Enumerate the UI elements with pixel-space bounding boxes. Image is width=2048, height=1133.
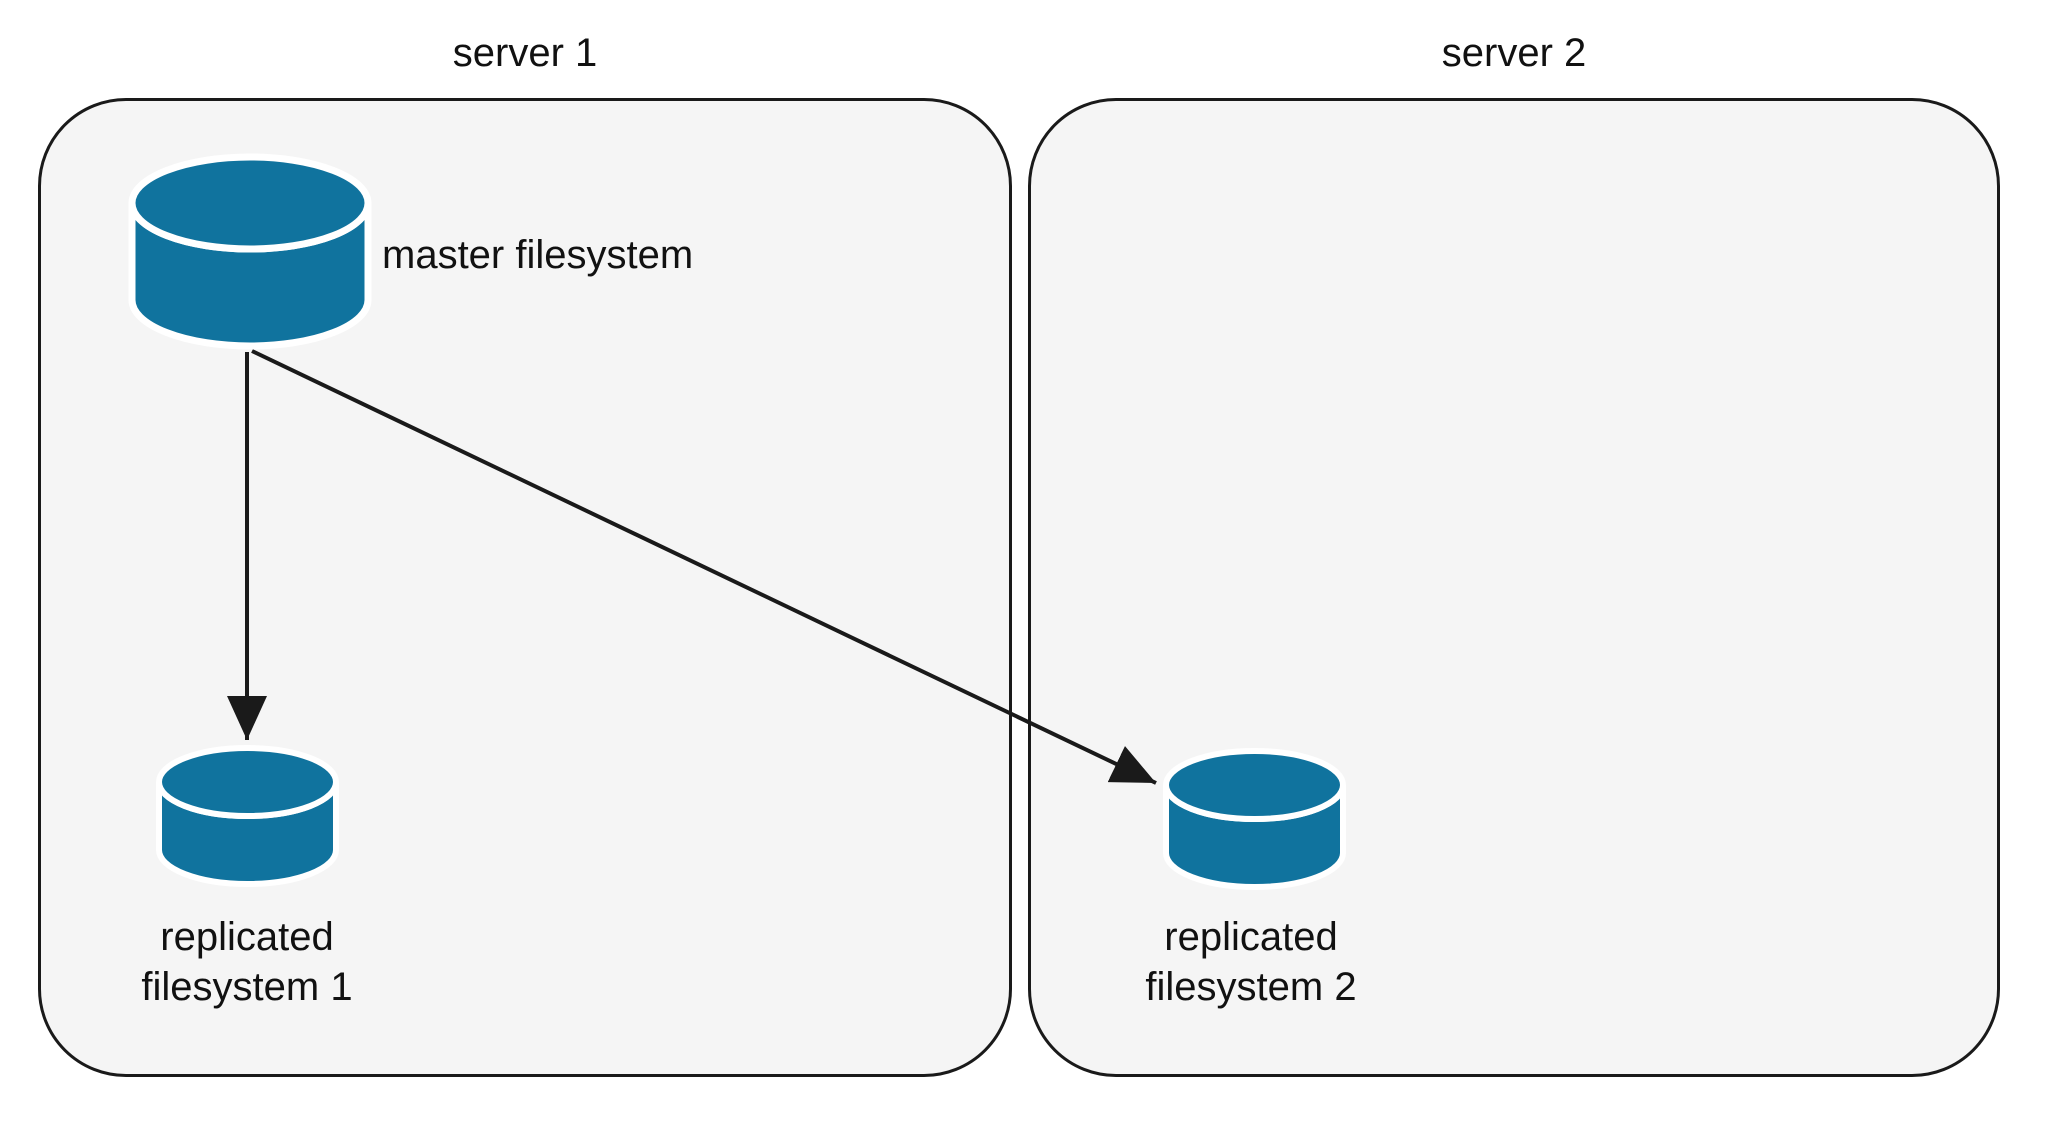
server-2-label: server 2 <box>1441 31 1587 75</box>
replicated-filesystem-1-label: replicated filesystem 1 <box>141 915 353 1009</box>
replicated-filesystem-2-cylinder-icon <box>1163 748 1346 890</box>
replicated-filesystem-2-label: replicated filesystem 2 <box>1145 915 1357 1009</box>
server-2-box <box>1028 98 2000 1077</box>
cylinder-lid <box>1163 748 1346 822</box>
server-1-label: server 1 <box>452 31 598 75</box>
master-filesystem-cylinder-icon <box>128 153 372 350</box>
cylinder-lid <box>156 745 339 819</box>
master-filesystem-label: master filesystem <box>382 233 694 277</box>
cylinder-lid <box>128 153 372 253</box>
replicated-filesystem-1-cylinder-icon <box>156 745 339 887</box>
